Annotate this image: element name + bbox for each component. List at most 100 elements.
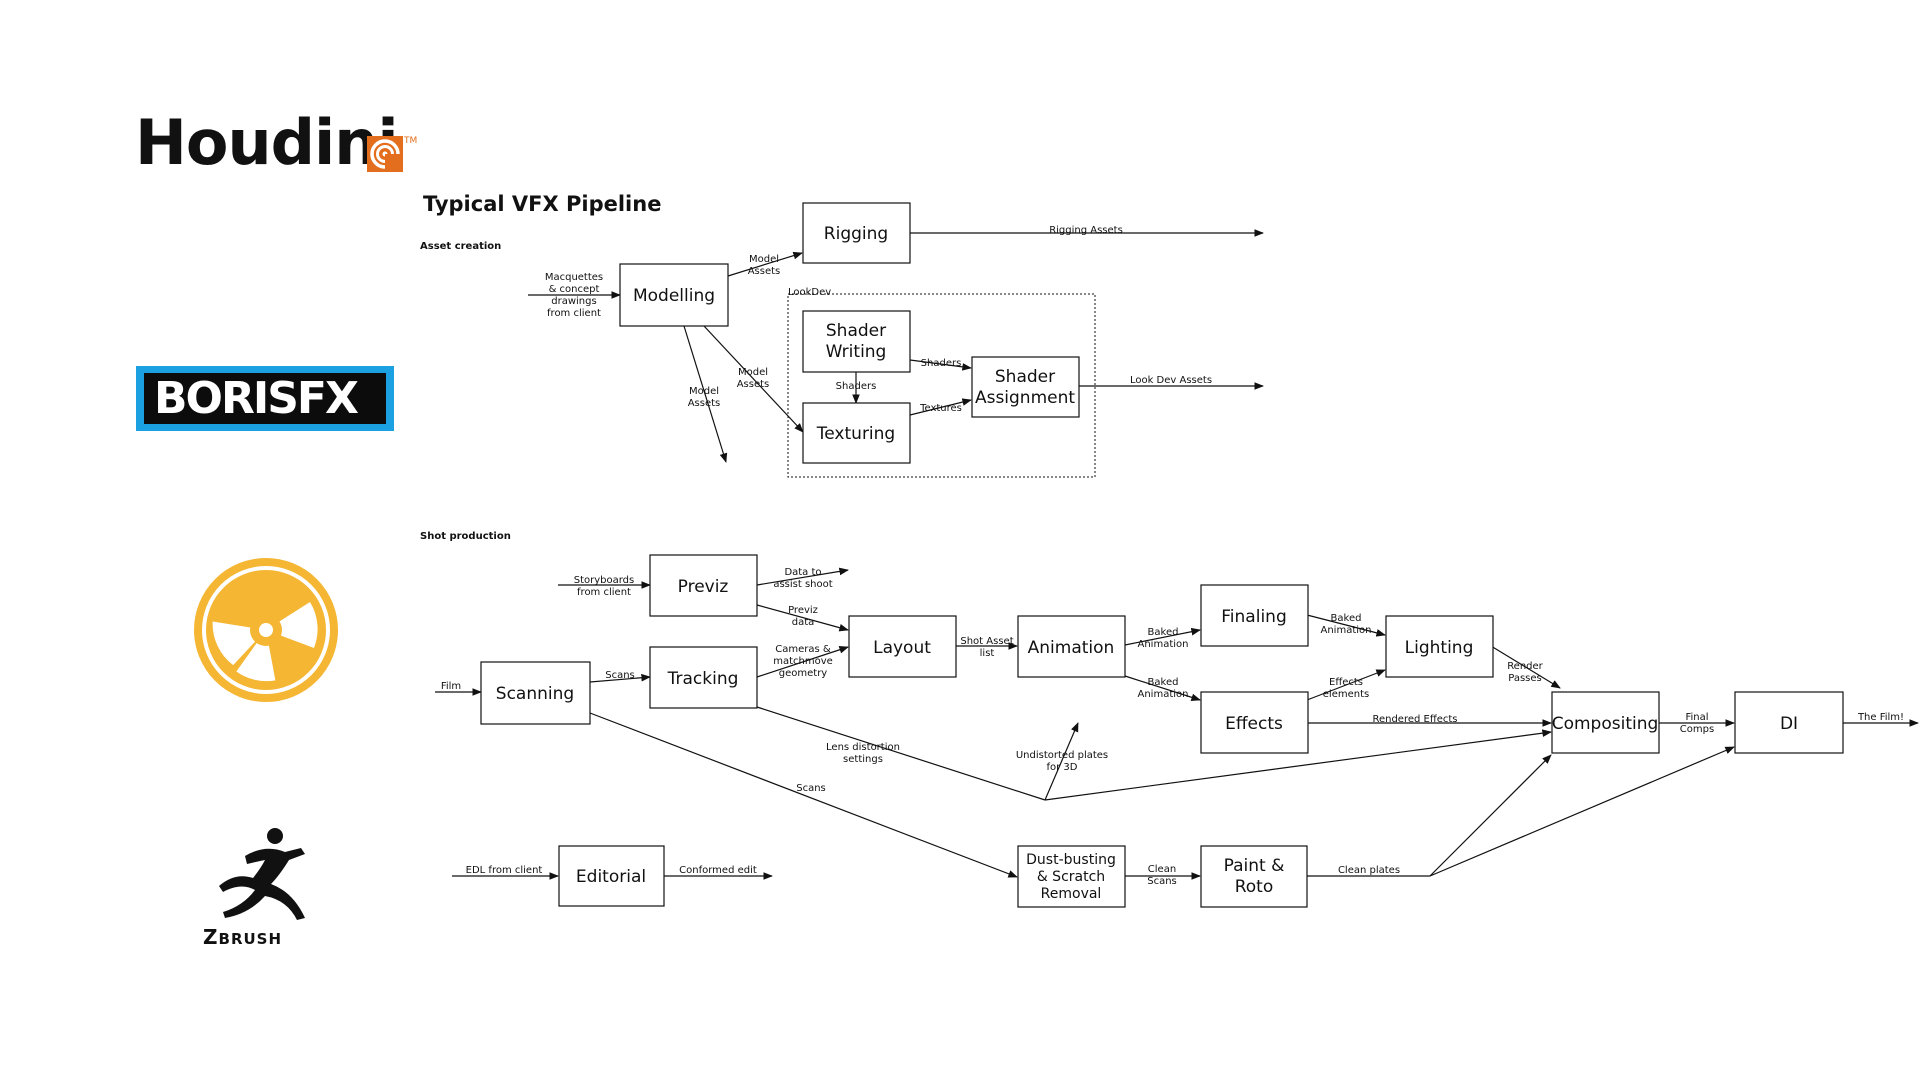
svg-text:EDL from client: EDL from client — [466, 865, 543, 876]
zbrush-wordmark: ZBRUSH — [203, 925, 283, 949]
node-shader-assignment: Shader Assignment — [971, 356, 1080, 418]
svg-text:Macquettes: Macquettes — [545, 272, 603, 283]
nuke-icon — [194, 558, 338, 702]
svg-text:Assets: Assets — [748, 266, 781, 277]
node-di: DI — [1734, 691, 1844, 754]
node-compositing: Compositing — [1551, 691, 1660, 754]
svg-text:Assets: Assets — [688, 398, 721, 409]
svg-text:DI: DI — [1780, 714, 1798, 734]
svg-text:Data to: Data to — [784, 567, 821, 578]
svg-text:Model: Model — [689, 386, 719, 397]
svg-text:Assets: Assets — [737, 379, 770, 390]
svg-text:Lens distortion: Lens distortion — [826, 742, 900, 753]
edges — [435, 229, 1919, 880]
svg-text:Shader: Shader — [995, 367, 1055, 387]
svg-text:Previz: Previz — [788, 605, 818, 616]
svg-text:Effects: Effects — [1225, 714, 1283, 734]
svg-text:elements: elements — [1323, 689, 1369, 700]
svg-text:Passes: Passes — [1508, 673, 1542, 684]
houdini-trademark: TM — [404, 136, 418, 146]
svg-text:Rigging Assets: Rigging Assets — [1049, 225, 1123, 236]
svg-text:Film: Film — [441, 681, 461, 692]
svg-text:Writing: Writing — [826, 342, 887, 362]
node-lighting: Lighting — [1385, 615, 1494, 678]
node-effects: Effects — [1200, 691, 1309, 754]
svg-text:geometry: geometry — [779, 668, 828, 679]
svg-text:Dust-busting: Dust-busting — [1026, 852, 1116, 868]
svg-text:Lighting: Lighting — [1405, 638, 1474, 658]
svg-text:Scans: Scans — [605, 670, 635, 681]
svg-text:Texturing: Texturing — [816, 424, 895, 444]
svg-text:Removal: Removal — [1041, 886, 1102, 902]
lookdev-label: LookDev — [788, 287, 831, 298]
svg-text:Tracking: Tracking — [667, 669, 739, 689]
svg-text:data: data — [792, 617, 815, 628]
svg-text:Roto: Roto — [1235, 877, 1274, 897]
borisfx-wordmark: BORISFX — [154, 373, 359, 424]
node-paint-roto: Paint & Roto — [1200, 845, 1308, 908]
svg-text:Baked: Baked — [1331, 613, 1362, 624]
svg-text:Paint &: Paint & — [1224, 856, 1285, 876]
svg-text:Animation: Animation — [1028, 638, 1115, 658]
svg-text:list: list — [980, 648, 995, 659]
svg-text:from client: from client — [547, 308, 601, 319]
svg-text:Look Dev Assets: Look Dev Assets — [1130, 375, 1212, 386]
svg-text:Baked: Baked — [1148, 627, 1179, 638]
svg-text:Layout: Layout — [873, 638, 931, 658]
svg-text:Comps: Comps — [1680, 724, 1714, 735]
node-tracking: Tracking — [649, 646, 758, 709]
svg-text:Scans: Scans — [1147, 876, 1177, 887]
svg-text:Assignment: Assignment — [975, 388, 1075, 408]
node-texturing: Texturing — [802, 402, 911, 464]
svg-text:& concept: & concept — [549, 284, 600, 295]
node-previz: Previz — [649, 554, 758, 617]
svg-text:Model: Model — [738, 367, 768, 378]
svg-text:Shader: Shader — [826, 321, 886, 341]
node-scanning: Scanning — [480, 661, 591, 725]
svg-text:& Scratch: & Scratch — [1037, 869, 1105, 885]
svg-text:Scans: Scans — [796, 783, 826, 794]
svg-text:Animation: Animation — [1138, 689, 1189, 700]
svg-text:Editorial: Editorial — [576, 867, 646, 887]
svg-text:from client: from client — [577, 587, 631, 598]
svg-text:Conformed edit: Conformed edit — [679, 865, 757, 876]
svg-text:Clean plates: Clean plates — [1338, 865, 1400, 876]
svg-text:Shaders: Shaders — [836, 381, 877, 392]
svg-text:Baked: Baked — [1148, 677, 1179, 688]
zbrush-figure-icon — [219, 828, 305, 920]
node-shader-writing: Shader Writing — [802, 310, 911, 373]
svg-text:Effects: Effects — [1329, 677, 1363, 688]
svg-text:Final: Final — [1685, 712, 1708, 723]
node-rigging: Rigging — [802, 202, 911, 264]
node-modelling: Modelling — [619, 263, 729, 327]
svg-text:Scanning: Scanning — [496, 684, 574, 704]
svg-text:Shaders: Shaders — [921, 358, 962, 369]
edge-labels: Macquettes & concept drawings from clien… — [441, 225, 1904, 887]
section-asset-creation: Asset creation — [420, 241, 501, 252]
svg-text:Textures: Textures — [919, 403, 962, 414]
svg-text:Render: Render — [1507, 661, 1543, 672]
svg-text:for 3D: for 3D — [1047, 762, 1078, 773]
svg-text:Previz: Previz — [678, 577, 729, 597]
svg-text:Finaling: Finaling — [1221, 607, 1286, 627]
svg-text:Compositing: Compositing — [1552, 714, 1659, 734]
svg-text:Rendered Effects: Rendered Effects — [1372, 714, 1457, 725]
node-layout: Layout — [848, 615, 957, 678]
svg-text:Storyboards: Storyboards — [574, 575, 635, 586]
lookdev-region — [787, 293, 1096, 478]
node-dust-busting: Dust-busting & Scratch Removal — [1017, 845, 1126, 908]
svg-text:Modelling: Modelling — [633, 286, 715, 306]
svg-text:Cameras &: Cameras & — [775, 644, 831, 655]
svg-text:Model: Model — [749, 254, 779, 265]
svg-text:Clean: Clean — [1148, 864, 1176, 875]
svg-text:Undistorted plates: Undistorted plates — [1016, 750, 1108, 761]
borisfx-logo: BORISFX — [136, 366, 394, 431]
svg-text:The Film!: The Film! — [1857, 712, 1904, 723]
svg-text:Shot Asset: Shot Asset — [960, 636, 1013, 647]
svg-text:matchmove: matchmove — [773, 656, 833, 667]
node-finaling: Finaling — [1200, 584, 1309, 647]
svg-text:settings: settings — [843, 754, 883, 765]
svg-text:Rigging: Rigging — [824, 224, 888, 244]
section-shot-production: Shot production — [420, 531, 511, 542]
